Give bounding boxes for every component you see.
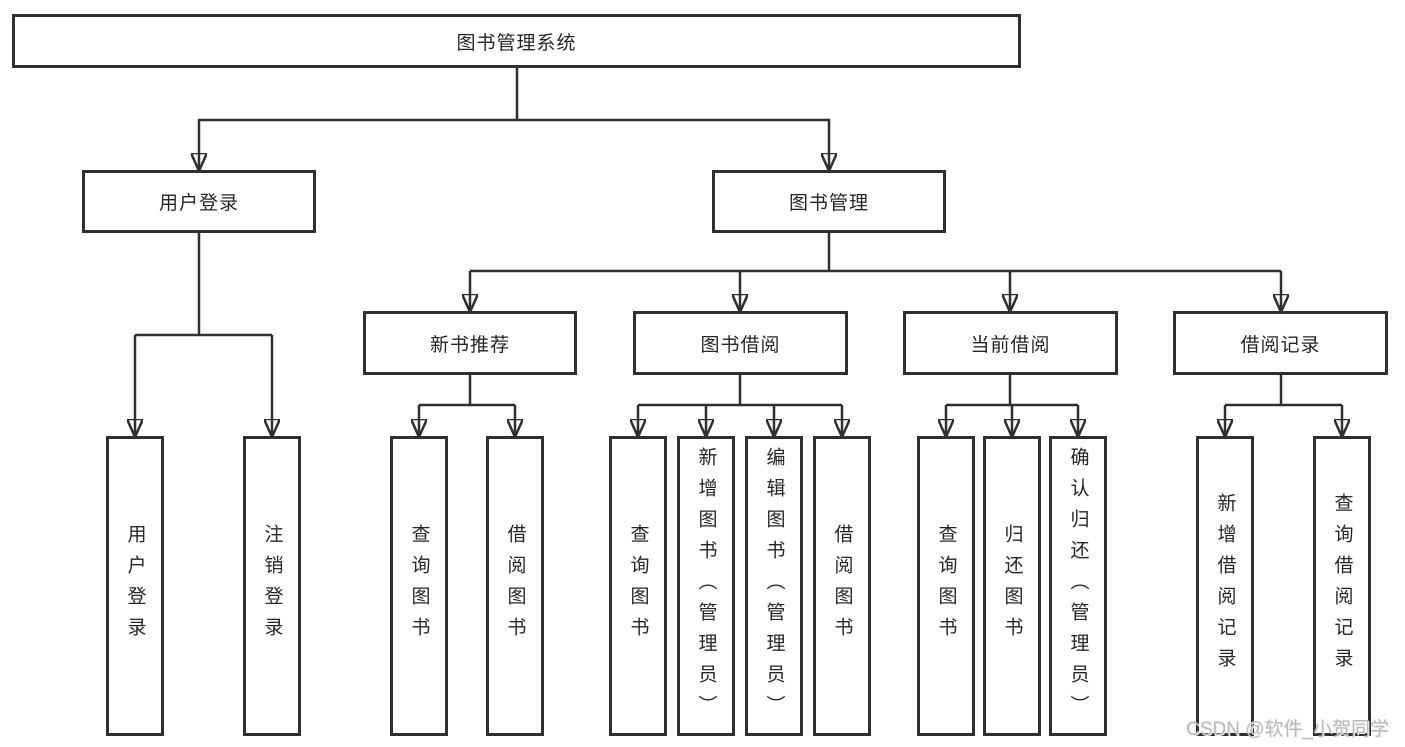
leaf-label: 新增图书（管理员） xyxy=(695,446,717,726)
leaf-query-books: 查询图书 xyxy=(917,436,975,736)
node-book-management: 图书管理 xyxy=(712,170,946,233)
leaf-label: 查询借阅记录 xyxy=(1331,493,1353,679)
leaf-return-books: 归还图书 xyxy=(983,436,1041,736)
node-book-borrowing: 图书借阅 xyxy=(633,311,848,375)
leaf-label: 确认归还（管理员） xyxy=(1067,446,1089,726)
leaf-query-borrow-record: 查询借阅记录 xyxy=(1313,436,1371,736)
node-new-book-recommendation: 新书推荐 xyxy=(363,311,577,375)
leaf-label: 借阅图书 xyxy=(831,524,853,648)
leaf-add-books-admin: 新增图书（管理员） xyxy=(677,436,735,736)
leaf-label: 用户登录 xyxy=(124,524,146,648)
leaf-label: 注销登录 xyxy=(261,524,283,648)
leaf-query-books: 查询图书 xyxy=(609,436,667,736)
node-current-borrowing: 当前借阅 xyxy=(903,311,1118,375)
leaf-logout-login: 注销登录 xyxy=(243,436,301,736)
leaf-confirm-return-admin: 确认归还（管理员） xyxy=(1049,436,1107,736)
leaf-add-borrow-record: 新增借阅记录 xyxy=(1196,436,1254,736)
leaf-label: 归还图书 xyxy=(1001,524,1023,648)
leaf-user-login: 用户登录 xyxy=(106,436,164,736)
watermark: CSDN @软件_小贺同学 xyxy=(1186,719,1389,740)
leaf-query-books: 查询图书 xyxy=(390,436,448,736)
leaf-label: 借阅图书 xyxy=(504,524,526,648)
leaf-label: 查询图书 xyxy=(408,524,430,648)
leaf-label: 查询图书 xyxy=(935,524,957,648)
leaf-borrow-books: 借阅图书 xyxy=(813,436,871,736)
node-user-login: 用户登录 xyxy=(82,170,316,233)
leaf-label: 编辑图书（管理员） xyxy=(763,446,785,726)
node-borrowing-records: 借阅记录 xyxy=(1173,311,1388,375)
leaf-edit-books-admin: 编辑图书（管理员） xyxy=(745,436,803,736)
leaf-label: 查询图书 xyxy=(627,524,649,648)
leaf-borrow-books: 借阅图书 xyxy=(486,436,544,736)
leaf-label: 新增借阅记录 xyxy=(1214,493,1236,679)
node-library-management-system: 图书管理系统 xyxy=(12,14,1021,68)
